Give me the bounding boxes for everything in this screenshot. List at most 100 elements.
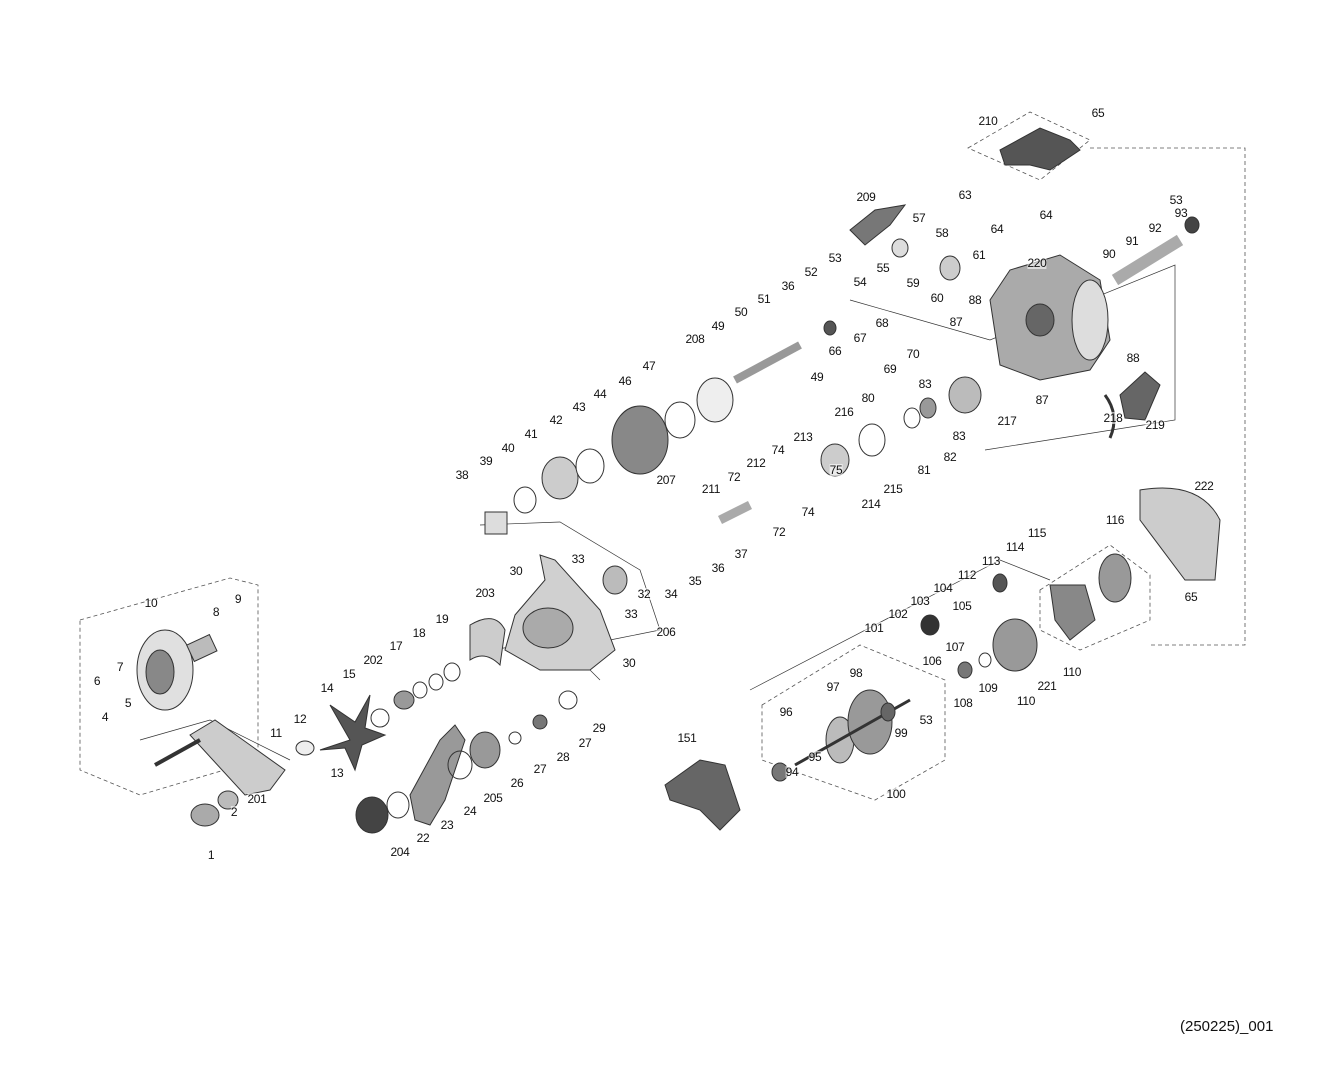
part-19 bbox=[443, 662, 461, 682]
part-222 bbox=[1139, 487, 1221, 581]
part-number-label: 24 bbox=[463, 804, 477, 818]
part-number-label: 53 bbox=[919, 713, 933, 727]
part-number-label: 90 bbox=[1102, 247, 1116, 261]
part-number-label: 64 bbox=[1039, 208, 1053, 222]
part-number-label: 206 bbox=[656, 625, 676, 639]
group-box-100 bbox=[761, 644, 946, 801]
part-18 bbox=[428, 673, 444, 691]
part-number-label: 49 bbox=[810, 370, 824, 384]
part-number-label: 83 bbox=[918, 377, 932, 391]
part-number-label: 68 bbox=[875, 316, 889, 330]
part-number-label: 6 bbox=[93, 674, 101, 688]
part-number-label: 104 bbox=[933, 581, 953, 595]
part-number-label: 14 bbox=[320, 681, 334, 695]
parts bbox=[136, 127, 1221, 834]
part-number-label: 23 bbox=[440, 818, 454, 832]
part-205 bbox=[469, 731, 501, 769]
part-number-label: 42 bbox=[549, 413, 563, 427]
part-number-label: 72 bbox=[772, 525, 786, 539]
diagram-code: (250225)_001 bbox=[1180, 1018, 1274, 1035]
part-nut bbox=[190, 803, 220, 827]
part-number-label: 30 bbox=[622, 656, 636, 670]
part-24 bbox=[447, 750, 473, 780]
part-number-label: 98 bbox=[849, 666, 863, 680]
part-number-label: 46 bbox=[618, 374, 632, 388]
part-number-label: 112 bbox=[957, 568, 977, 582]
part-217 bbox=[948, 376, 982, 414]
part-electronic-unit bbox=[1049, 584, 1096, 641]
part-211-shaft bbox=[717, 500, 753, 525]
part-number-label: 65 bbox=[1091, 106, 1105, 120]
part-number-label: 69 bbox=[883, 362, 897, 376]
part-number-label: 91 bbox=[1125, 234, 1139, 248]
part-209 bbox=[849, 204, 907, 246]
part-number-label: 22 bbox=[416, 831, 430, 845]
part-number-label: 107 bbox=[945, 640, 965, 654]
part-number-label: 36 bbox=[781, 279, 795, 293]
part-number-label: 35 bbox=[688, 574, 702, 588]
part-number-label: 214 bbox=[861, 497, 881, 511]
part-38 bbox=[484, 511, 508, 535]
part-number-label: 53 bbox=[828, 251, 842, 265]
part-22 bbox=[386, 791, 410, 819]
part-number-label: 33 bbox=[624, 607, 638, 621]
part-97 bbox=[880, 702, 896, 722]
part-number-label: 201 bbox=[247, 792, 267, 806]
group-box-116 bbox=[1039, 544, 1151, 651]
part-number-label: 18 bbox=[412, 626, 426, 640]
part-handle-arm bbox=[189, 719, 286, 796]
part-216 bbox=[858, 423, 886, 457]
part-number-label: 151 bbox=[677, 731, 697, 745]
part-number-label: 10 bbox=[144, 596, 158, 610]
part-number-label: 102 bbox=[888, 607, 908, 621]
part-number-label: 66 bbox=[828, 344, 842, 358]
part-number-label: 29 bbox=[592, 721, 606, 735]
part-number-label: 81 bbox=[917, 463, 931, 477]
part-number-label: 67 bbox=[853, 331, 867, 345]
part-number-label: 74 bbox=[771, 443, 785, 457]
part-number-label: 116 bbox=[1105, 513, 1125, 527]
part-number-label: 52 bbox=[804, 265, 818, 279]
part-number-label: 49 bbox=[711, 319, 725, 333]
part-41 bbox=[575, 448, 605, 484]
part-number-label: 216 bbox=[834, 405, 854, 419]
part-202 bbox=[393, 690, 415, 710]
part-number-label: 222 bbox=[1194, 479, 1214, 493]
part-washer bbox=[295, 740, 315, 756]
part-57 bbox=[891, 238, 909, 258]
part-number-label: 59 bbox=[906, 276, 920, 290]
part-number-label: 93 bbox=[1174, 206, 1188, 220]
part-number-label: 207 bbox=[656, 473, 676, 487]
part-number-label: 100 bbox=[886, 787, 906, 801]
part-number-label: 58 bbox=[935, 226, 949, 240]
part-207 bbox=[611, 405, 669, 475]
part-number-label: 75 bbox=[829, 463, 843, 477]
part-108 bbox=[957, 661, 973, 679]
part-40 bbox=[541, 456, 579, 500]
part-204 bbox=[355, 796, 389, 834]
part-number-label: 108 bbox=[953, 696, 973, 710]
part-number-label: 217 bbox=[997, 414, 1017, 428]
part-number-label: 106 bbox=[922, 654, 942, 668]
part-47 bbox=[696, 377, 734, 423]
part-number-label: 87 bbox=[1035, 393, 1049, 407]
part-29 bbox=[558, 690, 578, 710]
part-number-label: 47 bbox=[642, 359, 656, 373]
part-104 bbox=[920, 614, 940, 636]
part-number-label: 54 bbox=[853, 275, 867, 289]
part-number-label: 43 bbox=[572, 400, 586, 414]
part-number-label: 221 bbox=[1037, 679, 1057, 693]
part-82 bbox=[919, 397, 937, 419]
part-number-label: 41 bbox=[524, 427, 538, 441]
part-number-label: 220 bbox=[1027, 256, 1047, 270]
part-number-label: 83 bbox=[952, 429, 966, 443]
part-210 bbox=[999, 127, 1081, 171]
part-number-label: 80 bbox=[861, 391, 875, 405]
assembly-line bbox=[479, 521, 661, 641]
group-box-right bbox=[1090, 147, 1246, 646]
part-frame-ring bbox=[1071, 279, 1109, 361]
part-number-label: 203 bbox=[475, 586, 495, 600]
part-number-label: 19 bbox=[435, 612, 449, 626]
part-number-label: 88 bbox=[1126, 351, 1140, 365]
